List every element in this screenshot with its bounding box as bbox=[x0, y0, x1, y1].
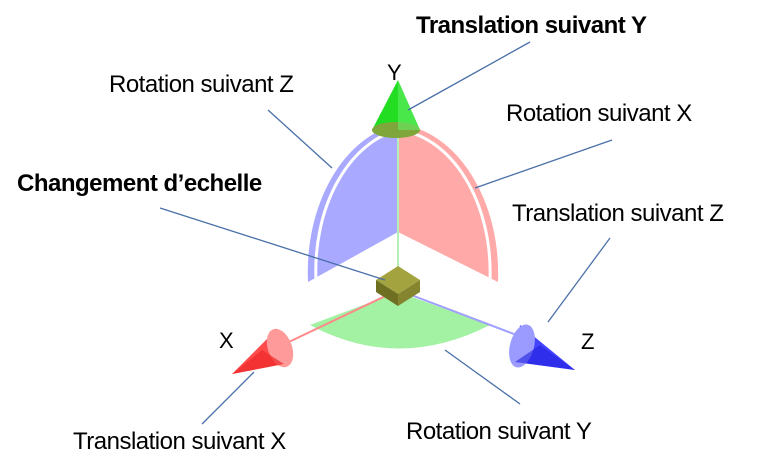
rotation-y-ring bbox=[314, 331, 486, 357]
axis-label-z: Z bbox=[581, 329, 594, 354]
label-rotation-x: Rotation suivant X bbox=[506, 100, 692, 127]
rotation-x-ring bbox=[397, 128, 492, 281]
z-axis-line bbox=[397, 289, 536, 343]
z-cone-shade bbox=[515, 345, 575, 370]
leader-translation-y bbox=[407, 41, 531, 111]
leader-rotation-x bbox=[474, 139, 613, 189]
x-cone-shade bbox=[232, 350, 284, 374]
axis-label-x: X bbox=[219, 328, 234, 353]
leader-changement-echelle bbox=[159, 207, 386, 281]
rotation-x-fill bbox=[398, 124, 499, 282]
label-translation-x: Translation suivant X bbox=[73, 428, 286, 455]
rotation-y-handle bbox=[310, 292, 490, 357]
label-translation-z: Translation suivant Z bbox=[512, 200, 724, 227]
label-translation-y: Translation suivant Y bbox=[416, 12, 647, 39]
translation-x-handle bbox=[232, 328, 294, 374]
leader-translation-x bbox=[201, 371, 255, 425]
leader-rotation-z bbox=[267, 109, 333, 169]
cube-left bbox=[376, 280, 398, 306]
scale-handle bbox=[376, 266, 420, 306]
leader-lines bbox=[159, 41, 613, 425]
rotation-y-fill bbox=[310, 292, 490, 349]
translation-y-handle bbox=[372, 80, 420, 138]
axis-label-y: Y bbox=[387, 60, 402, 85]
rotation-z-handle bbox=[307, 124, 399, 282]
translation-z-handle bbox=[509, 324, 575, 370]
leader-rotation-y bbox=[444, 349, 521, 405]
rotation-z-ring bbox=[314, 128, 399, 281]
leader-translation-z bbox=[547, 237, 611, 323]
label-rotation-z: Rotation suivant Z bbox=[109, 71, 294, 98]
cube-right bbox=[398, 280, 420, 306]
rotation-z-fill bbox=[307, 124, 398, 282]
label-rotation-y: Rotation suivant Y bbox=[406, 418, 592, 445]
x-axis-line bbox=[271, 289, 399, 351]
label-changement-echelle: Changement d’echelle bbox=[17, 170, 262, 197]
rotation-x-handle bbox=[397, 124, 499, 282]
y-cone-shade bbox=[398, 80, 420, 130]
